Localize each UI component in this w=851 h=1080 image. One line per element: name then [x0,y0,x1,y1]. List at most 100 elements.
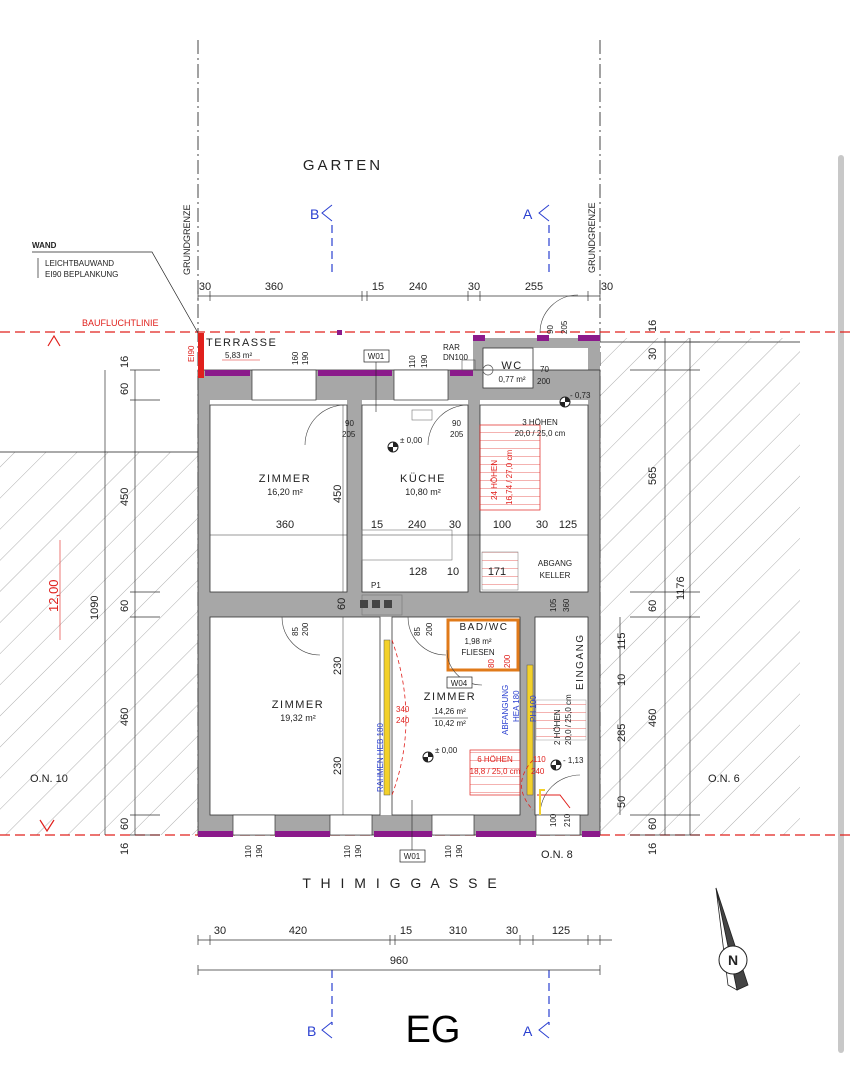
plan-label: 90 [452,419,461,428]
plan-label: 420 [289,925,307,937]
plan-label: 18,8 / 25,0 cm [470,767,521,776]
plan-label: 0,77 m² [498,375,525,384]
terrasse-label: TERRASSE [206,337,277,349]
plan-label: 60 [119,383,131,395]
plan-label: 10,42 m² [434,719,466,728]
plan-label: 110 [533,755,546,764]
legend-line1: LEICHTBAUWAND [45,259,114,268]
plan-label: 160 [291,351,300,365]
neighbour-left-hatch [0,452,198,835]
plan-label: 340 [396,705,410,714]
room-zimmer-2-name: ZIMMER [272,699,324,711]
scrollbar[interactable] [838,155,844,1053]
plan-label: 450 [119,488,131,506]
plan-label: 30 [214,925,226,937]
plan-label: 1176 [675,576,687,600]
plan-label: 105 [549,598,558,612]
plan-label: 240 [396,716,410,725]
plan-label: O.N. 6 [708,773,740,785]
svg-text:N: N [728,952,738,968]
plan-label: - 1,13 [563,756,584,765]
plan-label: 80 [487,659,496,668]
legend-line2: EI90 BEPLANKUNG [45,270,118,279]
plan-label: 90 [546,325,555,334]
plan-label: 205 [560,320,569,334]
plan-label: 10,80 m² [405,487,441,497]
section-a-bottom: A [523,1023,533,1039]
plan-label: 255 [525,281,543,293]
north-arrow-icon: N [715,887,749,991]
plan-label: 20,0 / 25,0 cm [515,429,566,438]
plan-label: 15 [400,925,412,937]
plan-label: 240 [531,767,545,776]
plan-label: O.N. 8 [541,849,573,861]
plan-label: 16 [647,320,659,332]
plan-label: 125 [552,925,570,937]
grundgrenze-left-label: GRUNDGRENZE [182,204,192,275]
plan-label: 30 [449,519,461,531]
neighbour-right-hatch [600,338,800,835]
plan-label: 60 [647,600,659,612]
plan-label: 200 [301,622,310,636]
plan-label: ± 0,00 [435,746,458,755]
grundgrenze-right-label: GRUNDGRENZE [587,202,597,273]
section-b-bottom: B [307,1023,316,1039]
plan-label: 240 [409,281,427,293]
plan-label: 200 [425,622,434,636]
plan-label: 565 [647,467,659,485]
section-b-top: B [310,206,319,222]
plan-label: 128 [409,566,427,578]
plan-label: 3 HÖHEN [522,418,558,427]
plan-label: 110 [244,845,253,858]
plan-label: FLIESEN [461,648,495,657]
plan-label: 50 [616,796,628,808]
plan-label: 30 [199,281,211,293]
plan-label: W01 [404,852,421,861]
plan-label: 15 [371,519,383,531]
room-zimmer-3-name: ZIMMER [424,691,476,703]
plan-label: DN100 [443,353,468,362]
plan-label: 60 [336,598,348,610]
page-title: EG [406,1009,461,1051]
plan-label: 360 [562,598,571,612]
plan-label: 190 [301,351,310,365]
plan-label: 200 [537,377,551,386]
plan-label: RAHMEN HEB 180 [376,723,385,792]
plan-label: - 0,73 [570,391,591,400]
garten-label: GARTEN [303,157,383,174]
baufluchtlinie-label: BAUFLUCHTLINIE [82,318,159,328]
plan-label: 16,20 m² [267,487,303,497]
plan-label: W01 [368,352,385,361]
plan-label: ± 0,00 [400,436,423,445]
plan-label: RAR [443,343,460,352]
plan-label: 16 [119,356,131,368]
plan-label: PH 100 [529,695,538,722]
plan-label: 16 [647,843,659,855]
plan-label: 1090 [89,596,101,620]
plan-label: 30 [601,281,613,293]
plan-label: 450 [332,485,344,503]
plan-label: 16 [119,843,131,855]
plan-label: 16,74 / 27,0 cm [505,450,514,505]
plan-label: 90 [345,419,354,428]
plan-label: 205 [450,430,464,439]
plan-label: KELLER [540,571,571,580]
plan-label: W04 [451,679,468,688]
plan-label: 190 [420,354,429,368]
legend-title: WAND [32,241,57,250]
plan-label: 190 [255,844,264,858]
plan-label: 210 [563,813,572,827]
plan-label: 30 [468,281,480,293]
plan-label: 60 [647,818,659,830]
plan-label: 360 [276,519,294,531]
plan-label: 30 [536,519,548,531]
plan-label: 190 [354,844,363,858]
plan-label: 1,98 m² [464,637,491,646]
plan-label: 85 [413,627,422,636]
plan-label: 85 [291,627,300,636]
street-name: T H I M I G G A S S E [302,875,499,891]
plan-label: 15 [372,281,384,293]
plan-label: 960 [390,955,408,967]
plan-label: ABGANG [538,559,572,568]
